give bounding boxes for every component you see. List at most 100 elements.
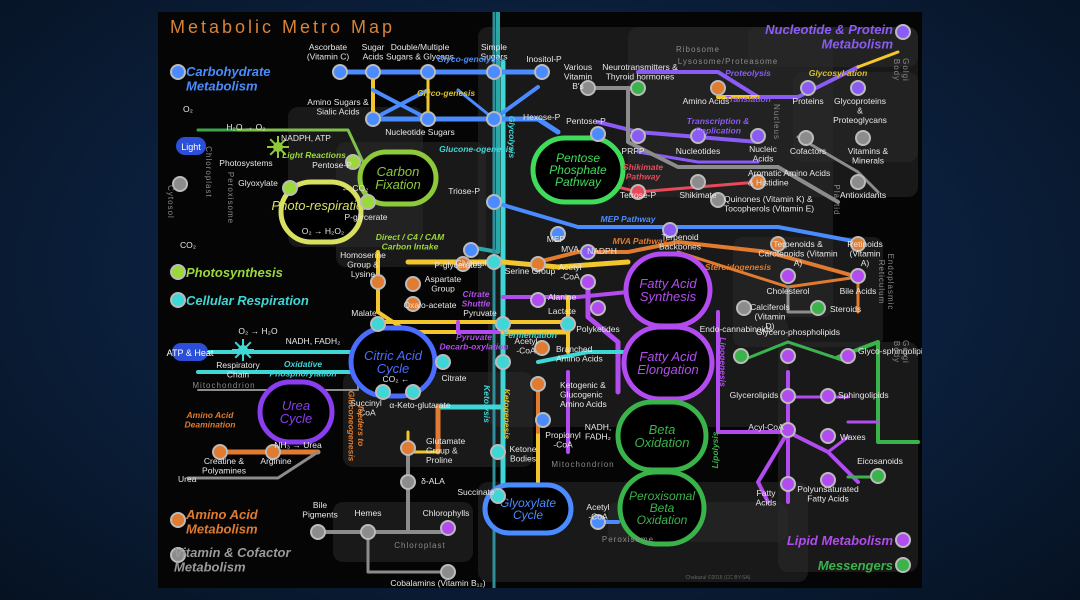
station-inositol bbox=[534, 64, 550, 80]
label-glycogenolysis-line: Glyco-genolysis bbox=[437, 54, 503, 64]
label-nucleotide_sugars-line: Nucleotide Sugars bbox=[385, 127, 454, 137]
label-ketogenesis-line: Ketogenesis bbox=[502, 389, 512, 440]
station-alanine bbox=[530, 292, 546, 308]
label-glycerol-line: Glycerol bbox=[455, 258, 486, 268]
station-ketone-bodies bbox=[490, 444, 506, 460]
legend-vitamin-line: Metabolism bbox=[174, 560, 246, 575]
label-pentose_p2-line: Pentose-P bbox=[566, 116, 606, 126]
label-proteins: Proteins bbox=[792, 96, 823, 106]
label-nucleic_acids-line: Acids bbox=[753, 154, 774, 164]
citric-acid-ring-label-line: Citric Acid bbox=[364, 348, 423, 363]
label-respiratory_chain-line: Respiratory bbox=[216, 360, 260, 370]
label-glycogenolysis: Glyco-genolysis bbox=[437, 54, 503, 64]
label-eicosanoids: Eicosanoids bbox=[857, 456, 903, 466]
label-ketogenic-line: Amino Acids bbox=[560, 399, 607, 409]
label-terpenoid_backbones-line: Backbones bbox=[659, 242, 701, 252]
station-cytosol-dot bbox=[172, 176, 188, 192]
label-compartment-chloroplast-line: Chloroplast bbox=[204, 146, 213, 197]
label-feeders-line: Gluconeogenesis bbox=[346, 391, 356, 462]
legend-amino-line: Amino Acid bbox=[185, 507, 259, 522]
station-vitamins-minerals bbox=[855, 130, 871, 146]
label-acetyl_coa2-line: -CoA bbox=[516, 346, 536, 356]
label-co2_cycle: CO₂ ← bbox=[383, 374, 410, 384]
label-transcription: Transcription &Replication bbox=[687, 116, 750, 136]
label-creatine-line: Creatine & bbox=[204, 456, 244, 466]
label-sugar_acids-line: Sugar bbox=[362, 42, 385, 52]
label-succinate-line: Succinate bbox=[457, 487, 495, 497]
legend-photosynthesis-dot bbox=[170, 264, 186, 280]
label-carbon_intake-line: Carbon Intake bbox=[382, 242, 439, 252]
label-compartment-lysosome-line: Lysosome/Proteasome bbox=[678, 57, 779, 66]
label-mep-line: MEP Pathway bbox=[601, 214, 657, 224]
label-amino_acids-line: Amino Acids bbox=[683, 96, 730, 106]
label-succinate: Succinate bbox=[457, 487, 495, 497]
label-eicosanoids-line: Eicosanoids bbox=[857, 456, 903, 466]
label-glycosylation-line: Glycosyl-ation bbox=[809, 68, 868, 78]
label-shikimate-line: Shikimate bbox=[679, 190, 717, 200]
label-glutamate_group-line: Glutamate bbox=[426, 436, 465, 446]
station-eicosanoids bbox=[870, 468, 886, 484]
legend-respiration-line: Cellular Respiration bbox=[186, 293, 309, 308]
label-compartment-mitochondrion-line: Mitochondrion bbox=[192, 381, 255, 390]
label-alanine-line: Alanine bbox=[548, 292, 577, 302]
label-lipogenesis: Lipogenesis bbox=[718, 337, 728, 387]
label-ascorbate-line: Ascorbate bbox=[309, 42, 348, 52]
label-amino_sugars-line: Sialic Acids bbox=[317, 107, 360, 117]
label-compartment-er-line: Endoplasmic bbox=[886, 254, 895, 311]
label-glycogenesis: Glyco-genesis bbox=[417, 88, 475, 98]
label-mva-line: MVA bbox=[561, 244, 579, 254]
station-terpenoid-backbones bbox=[662, 222, 678, 238]
label-retinoids-line: (Vitamin bbox=[849, 249, 880, 259]
station-oxaloacetate bbox=[405, 296, 421, 312]
label-shikimate-line: Shikimate bbox=[623, 162, 663, 172]
label-oxphos-line: Phosphorylation bbox=[269, 369, 336, 379]
label-quinones-line: Quinones (Vitamin K) & bbox=[724, 194, 813, 204]
station-cofactors bbox=[798, 130, 814, 146]
label-feeders: feeders toGluconeogenesis bbox=[346, 391, 366, 462]
label-glycosphingolipids-line: Glyco-sphingolipids bbox=[858, 346, 922, 356]
label-translation: Translation bbox=[725, 94, 771, 104]
vitamin-line bbox=[626, 86, 840, 204]
label-ketogenic-line: Glucogenic bbox=[560, 390, 603, 400]
label-photosystems: Photosystems bbox=[219, 158, 272, 168]
station-arginine bbox=[265, 444, 281, 460]
station-fatty-acids bbox=[780, 476, 796, 492]
label-polyketides-line: Polyketides bbox=[576, 324, 619, 334]
label-compartment-nucleus-line: Nucleus bbox=[772, 104, 781, 140]
label-prpp: PRPP bbox=[621, 146, 644, 156]
label-propionyl: Propionyl-CoA bbox=[545, 430, 581, 450]
label-pufa-line: Fatty Acids bbox=[807, 494, 849, 504]
label-mva: MVA bbox=[561, 244, 579, 254]
label-aromatic: Aromatic Amino Acids& Histidine bbox=[748, 168, 830, 188]
label-mep-line: MEP bbox=[547, 234, 566, 244]
label-cobalamins: Cobalamins (Vitamin B₁₂) bbox=[390, 578, 485, 588]
label-co2-top: CO₂ bbox=[180, 240, 196, 250]
station-simple-sugars bbox=[486, 64, 502, 80]
label-gluconeogenesis: Glucone-ogenesis bbox=[439, 144, 513, 154]
label-quinones-line: Tocopherols (Vitamin E) bbox=[724, 204, 814, 214]
station-acetyl-coa3 bbox=[590, 514, 606, 530]
light-badge bbox=[176, 137, 206, 155]
label-vitamins_minerals-line: Vitamins & bbox=[848, 146, 889, 156]
legend-carbohydrate-line: Metabolism bbox=[186, 79, 258, 94]
label-homoserine-line: Homoserine bbox=[340, 250, 386, 260]
label-citrate_shuttle-line: Shuttle bbox=[462, 299, 491, 309]
label-succinyl_coa-line: -CoA bbox=[356, 408, 376, 418]
label-double_sugars-line: Sugars & Glycans bbox=[386, 52, 454, 62]
legend-lipid: Lipid Metabolism bbox=[787, 533, 894, 548]
label-glycerolipids: Glycerolipids bbox=[730, 390, 779, 400]
label-proteolysis-line: Proteolysis bbox=[725, 68, 771, 78]
carbon-fixation-ring-label-line: Fixation bbox=[375, 177, 421, 192]
label-transcription-line: Replication bbox=[695, 126, 741, 136]
label-glycoproteins-line: Glycoproteins bbox=[834, 96, 886, 106]
legend-amino-line: Metabolism bbox=[186, 522, 258, 537]
legend-respiration: Cellular Respiration bbox=[186, 293, 309, 308]
